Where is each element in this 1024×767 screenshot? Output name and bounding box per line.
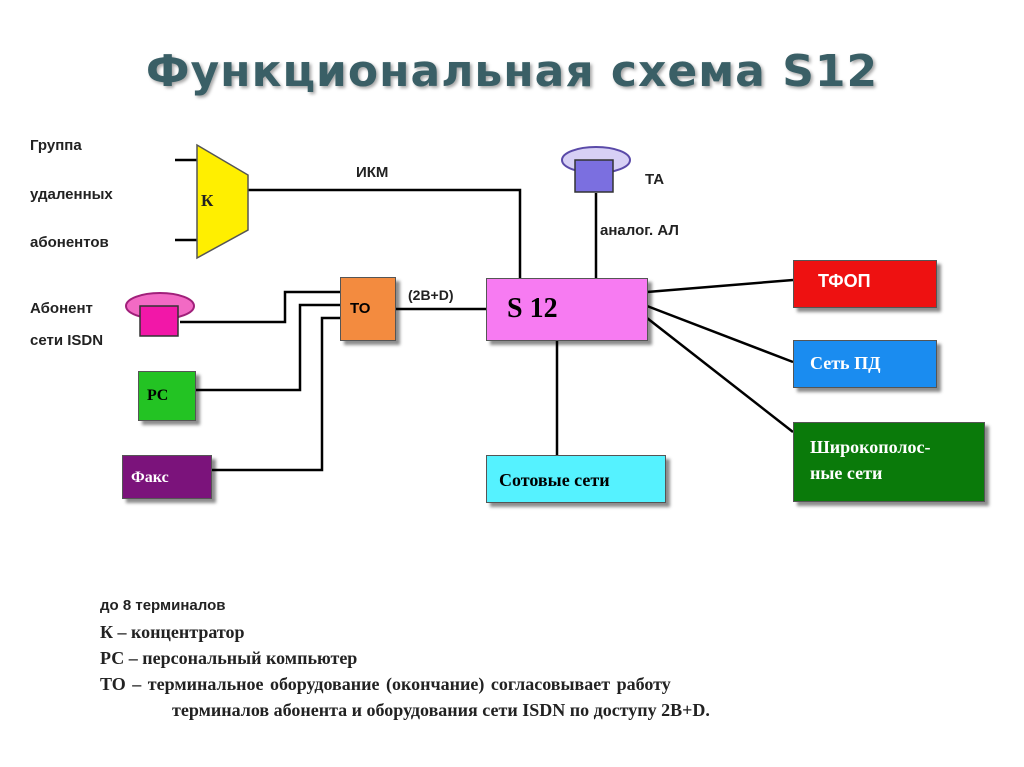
legend-concentrator: К – концентратор — [100, 622, 245, 642]
broadband-label-2: ные сети — [810, 463, 883, 483]
remote-group-label-2: удаленных — [30, 186, 113, 203]
link-label: (2B+D) — [408, 287, 454, 303]
pc-box-label: PC — [147, 387, 169, 404]
isdn-subscriber-label-1: Абонент — [30, 300, 93, 317]
cellular-networks-box: Сотовые сети — [486, 455, 666, 503]
pc-box: PC — [138, 371, 196, 421]
legend-to-line1: ТО – терминальное оборудование (окончани… — [100, 674, 671, 694]
broadband-networks-box: Широкополос- ные сети — [793, 422, 985, 502]
ikm-label: ИКМ — [356, 164, 389, 181]
to-box: ТО — [340, 277, 396, 341]
fax-box-label: Факс — [131, 469, 169, 486]
legend-pc: РС – персональный компьютер — [100, 648, 358, 668]
to-box-label: ТО — [350, 300, 371, 317]
legend-terminals: до 8 терминалов — [100, 597, 226, 614]
page-title: Функциональная схема S12 — [145, 46, 879, 97]
data-network-label: Сеть ПД — [810, 353, 881, 373]
broadband-label-1: Широкополос- — [810, 437, 931, 457]
remote-group-label-3: абонентов — [30, 234, 109, 251]
s12-box-label: S 12 — [507, 293, 558, 324]
remote-group-label-1: Группа — [30, 137, 82, 154]
concentrator-label: К — [201, 191, 214, 210]
legend-to-line2: терминалов абонента и оборудования сети … — [172, 700, 710, 720]
ta-label: ТА — [645, 171, 665, 188]
concentrator-shape — [196, 143, 249, 260]
fax-box: Факс — [122, 455, 212, 499]
s12-box: S 12 — [486, 278, 648, 341]
data-network-box: Сеть ПД — [793, 340, 937, 388]
tfop-box-label: ТФОП — [818, 271, 871, 291]
analog-line-label: аналог. АЛ — [600, 222, 679, 239]
isdn-subscriber-label-2: сети ISDN — [30, 332, 104, 349]
cellular-networks-label: Сотовые сети — [499, 470, 610, 490]
tfop-box: ТФОП — [793, 260, 937, 308]
